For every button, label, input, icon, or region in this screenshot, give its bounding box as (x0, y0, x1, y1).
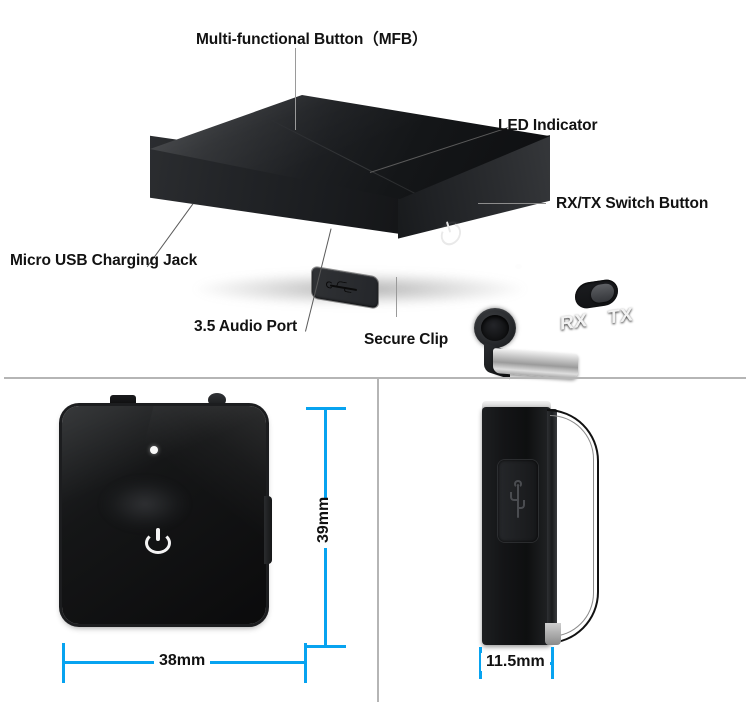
top-edge-jack (208, 393, 226, 407)
power-icon-ring (145, 532, 171, 554)
label-audio-port: 3.5 Audio Port (194, 318, 298, 335)
label-secure-clip: Secure Clip (364, 331, 449, 348)
micro-usb-port[interactable] (498, 460, 538, 542)
led-dot-icon (150, 446, 158, 454)
power-icon[interactable] (145, 528, 171, 554)
horizontal-divider (4, 377, 746, 380)
leader-line-rxtx (478, 203, 546, 205)
label-multi-functional-button: Multi-functional Button（MFB） (196, 31, 428, 48)
label-rx-tx-switch-button: RX/TX Switch Button (556, 195, 709, 212)
device-top-down-body (62, 406, 266, 624)
usb-icon-head (514, 480, 522, 488)
leader-line-clip (396, 277, 398, 317)
top-down-view: 39mm 38mm (0, 379, 377, 702)
leader-line-mfb (295, 48, 297, 130)
usb-icon-branch-right (517, 500, 525, 509)
audio-jack-bore (481, 315, 509, 341)
rx-marking: RX (560, 310, 588, 335)
led-dot-icon (515, 264, 522, 269)
device-side-body (482, 407, 551, 645)
dimension-height-label: 39mm (315, 497, 333, 548)
rx-tx-switch[interactable] (575, 277, 618, 311)
bluetooth-transmitter-device: RX TX (150, 95, 633, 380)
power-icon-bar (156, 528, 160, 541)
side-view: 11.5mm (379, 379, 750, 702)
secure-clip-spine (547, 409, 557, 641)
label-micro-usb-charging-jack: Micro USB Charging Jack (10, 252, 198, 269)
usb-icon (326, 278, 362, 297)
secure-clip-tip (545, 623, 561, 645)
usb-icon-branch-left (510, 492, 518, 501)
rx-tx-switch-knob[interactable] (591, 282, 614, 304)
device-surface-smudge (102, 478, 188, 530)
secure-clip-arc-inner (550, 415, 594, 637)
usb-icon (509, 480, 527, 524)
audio-jack-port[interactable] (474, 308, 516, 348)
usb-icon-branch-down (343, 286, 353, 294)
label-led-indicator: LED Indicator (498, 117, 598, 134)
side-switch-nub (264, 496, 272, 564)
micro-usb-port[interactable] (312, 266, 378, 309)
dimension-thickness-label: 11.5mm (481, 653, 550, 671)
vertical-divider (377, 379, 380, 702)
dimension-width-label: 38mm (154, 652, 211, 670)
hero-annotated-device: RX TX Multi-functional Button（MFB） LED I… (10, 31, 709, 380)
top-edge-nub (110, 395, 136, 407)
power-icon-ring (438, 219, 464, 250)
tx-marking: TX (608, 304, 634, 329)
